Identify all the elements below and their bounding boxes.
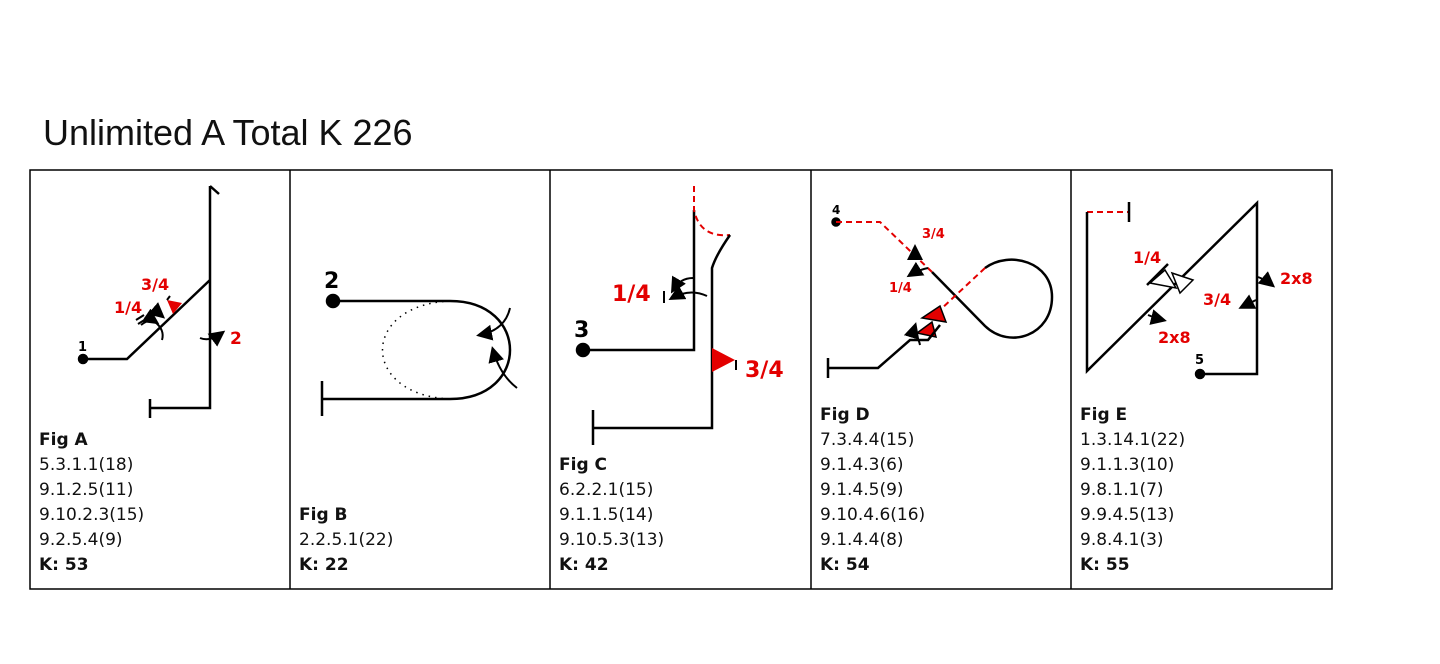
roll-label: 2 [230,329,242,349]
fig-d-drawing: 4 3/4 1/4 [826,203,1054,378]
k-factor: K: 55 [1080,555,1130,575]
figure-name: Fig B [299,505,348,525]
k-factor: K: 53 [39,555,89,575]
roll-label: 3/4 [141,275,169,294]
catalog-code: 9.1.2.5(11) [39,480,134,500]
figure-number: 3 [574,318,589,343]
roll-icon [1148,268,1195,295]
figure-name: Fig D [820,405,870,425]
snap-roll-icon [167,300,182,314]
roll-label: 1/4 [889,281,912,296]
catalog-code: 5.3.1.1(18) [39,455,134,475]
start-dot-icon [1194,368,1206,380]
roll-label: 1/4 [612,282,651,307]
fig-a-caption: Fig A 5.3.1.1(18) 9.1.2.5(11) 9.10.2.3(1… [39,428,144,578]
catalog-code: 9.10.2.3(15) [39,505,145,525]
k-factor: K: 22 [299,555,349,575]
roll-label: 3/4 [745,358,784,383]
figure-number: 4 [832,203,840,217]
figure-number: 2 [324,269,339,294]
fig-e-drawing: 5 1/4 2x8 3/4 2x8 [1085,200,1313,380]
catalog-code: 9.2.5.4(9) [39,530,123,550]
figure-number: 1 [78,340,87,355]
catalog-code: 9.1.1.3(10) [1080,455,1175,475]
catalog-code: 1.3.14.1(22) [1080,430,1186,450]
catalog-code: 9.1.4.3(6) [820,455,904,475]
catalog-code: 9.8.1.1(7) [1080,480,1164,500]
catalog-code: 9.9.4.5(13) [1080,505,1175,525]
snap-roll-icon [915,304,948,338]
roll-label: 1/4 [114,298,142,317]
figure-number: 5 [1195,353,1204,368]
figure-name: Fig E [1080,405,1128,425]
fig-d-caption: Fig D 7.3.4.4(15) 9.1.4.3(6) 9.1.4.5(9) … [820,403,925,578]
fig-c-caption: Fig C 6.2.2.1(15) 9.1.1.5(14) 9.10.5.3(1… [559,453,664,578]
roll-label: 2x8 [1158,328,1191,347]
catalog-code: 9.10.5.3(13) [559,530,665,550]
panel-frame [29,169,1333,590]
catalog-code: 9.1.4.4(8) [820,530,904,550]
fig-c-drawing: 3 1/4 3/4 [574,186,784,445]
catalog-code: 7.3.4.4(15) [820,430,915,450]
catalog-code: 9.10.4.6(16) [820,505,926,525]
k-factor: K: 42 [559,555,609,575]
roll-label: 2x8 [1280,269,1313,288]
fig-e-caption: Fig E 1.3.14.1(22) 9.1.1.3(10) 9.8.1.1(7… [1080,403,1185,578]
figure-name: Fig A [39,430,88,450]
catalog-code: 6.2.2.1(15) [559,480,654,500]
catalog-code: 9.8.4.1(3) [1080,530,1164,550]
roll-label: 3/4 [1203,290,1231,309]
roll-label: 3/4 [922,227,945,242]
snap-roll-icon [712,348,735,372]
fig-a-drawing: 1 3/4 1/4 2 [77,185,242,418]
fig-b-drawing: 2 [320,269,518,416]
catalog-code: 9.1.1.5(14) [559,505,654,525]
roll-label: 1/4 [1133,248,1161,267]
sequence-title: Unlimited A Total K 226 [43,112,413,153]
fig-b-caption: Fig B 2.2.5.1(22) K: 22 [299,503,393,578]
catalog-code: 2.2.5.1(22) [299,530,394,550]
figure-name: Fig C [559,455,608,475]
catalog-code: 9.1.4.5(9) [820,480,904,500]
k-factor: K: 54 [820,555,870,575]
